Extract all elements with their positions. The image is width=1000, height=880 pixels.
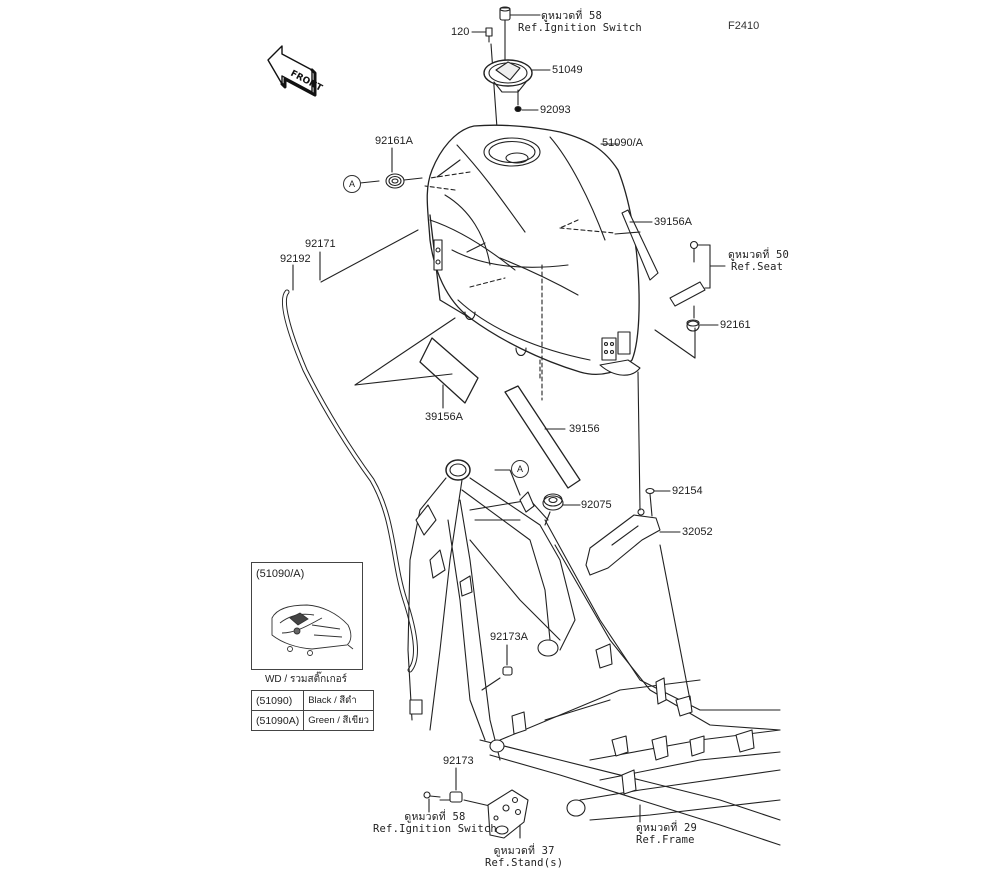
sticker-39156a-right-part (614, 209, 659, 281)
ref-seat-thai: ดูหมวดที่ 50 (728, 249, 790, 261)
part-label-51049[interactable]: 51049 (552, 64, 583, 76)
part-label-92161a[interactable]: 92161A (375, 135, 413, 147)
screw-120-part (471, 27, 498, 129)
color-table-part: (51090A) (250, 710, 305, 731)
ref-stand-en: Ref.Stand(s) (485, 857, 564, 869)
part-label-92171[interactable]: 92171 (305, 238, 336, 250)
grommet-92161a-part (359, 147, 423, 189)
ref-frame-thai: ดูหมวดที่ 29 (636, 822, 698, 834)
collar-92173-part (423, 767, 491, 813)
part-label-92161[interactable]: 92161 (720, 319, 751, 331)
inset-caption: WD / รวมสติ๊กเกอร์ (264, 674, 348, 685)
color-table-color: Black / สีดำ (303, 690, 374, 711)
color-table-part: (51090) (250, 690, 305, 711)
part-label-92192[interactable]: 92192 (280, 253, 311, 265)
inset-title: (51090/A) (256, 568, 305, 580)
ref-seat[interactable]: ดูหมวดที่ 50 Ref.Seat (728, 249, 789, 273)
ref-marker-a-frame: A (511, 460, 529, 478)
color-table: (51090) Black / สีดำ (51090A) Green / สี… (250, 690, 374, 731)
part-label-39156a-right[interactable]: 39156A (654, 216, 692, 228)
part-label-92173a[interactable]: 92173A (490, 631, 528, 643)
inset-tank-illustration (271, 604, 354, 656)
frame-part (407, 459, 781, 846)
diagram-code: F2410 (728, 20, 760, 32)
part-label-92154[interactable]: 92154 (672, 485, 703, 497)
bracket-32052-part (585, 487, 691, 701)
color-table-row: (51090A) Green / สีเขียว (250, 710, 374, 731)
color-table-color: Green / สีเขียว (303, 710, 374, 731)
stand-bracket-part (487, 789, 529, 839)
part-label-92093[interactable]: 92093 (540, 104, 571, 116)
part-label-39156a-left[interactable]: 39156A (425, 411, 463, 423)
bushing-92075-part (542, 493, 581, 526)
ref-frame-en: Ref.Frame (636, 834, 695, 846)
fuel-cap-part (483, 59, 551, 113)
front-arrow-icon: FRONT (267, 45, 324, 97)
color-table-row: (51090) Black / สีดำ (250, 690, 374, 711)
ref-ignition-switch-top[interactable]: ดูหมวดที่ 58 Ref.Ignition Switch (518, 10, 642, 34)
sticker-39156-part (504, 385, 581, 489)
ref-frame[interactable]: ดูหมวดที่ 29 Ref.Frame (636, 822, 697, 846)
part-label-51090-a[interactable]: 51090/A (602, 137, 643, 149)
ref-ignition-top-en: Ref.Ignition Switch (518, 22, 642, 34)
ref-ignition-top-thai: ดูหมวดที่ 58 (541, 10, 603, 22)
fuel-tank-part (424, 124, 641, 401)
ref-stand-thai: ดูหมวดที่ 37 (493, 845, 555, 857)
inset-box: (51090/A) (251, 562, 363, 670)
seat-bracket-part (669, 240, 726, 332)
ref-ignition-bottom-thai: ดูหมวดที่ 58 (404, 811, 466, 823)
part-label-32052[interactable]: 32052 (682, 526, 713, 538)
part-label-92173[interactable]: 92173 (443, 755, 474, 767)
ref-stand[interactable]: ดูหมวดที่ 37 Ref.Stand(s) (485, 845, 563, 869)
sticker-39156a-left-part (354, 317, 479, 409)
plug-92173a-part (481, 644, 513, 691)
part-label-39156[interactable]: 39156 (569, 423, 600, 435)
ref-seat-en: Ref.Seat (731, 261, 784, 273)
ref-marker-a-tank: A (343, 175, 361, 193)
hose-92192-part (282, 229, 419, 673)
part-label-120[interactable]: 120 (451, 26, 470, 38)
ref-ignition-bottom-en: Ref.Ignition Switch (373, 823, 497, 835)
ref-ignition-switch-bottom[interactable]: ดูหมวดที่ 58 Ref.Ignition Switch (373, 811, 497, 835)
ignition-bolt-part (499, 6, 541, 61)
part-label-92075[interactable]: 92075 (581, 499, 612, 511)
